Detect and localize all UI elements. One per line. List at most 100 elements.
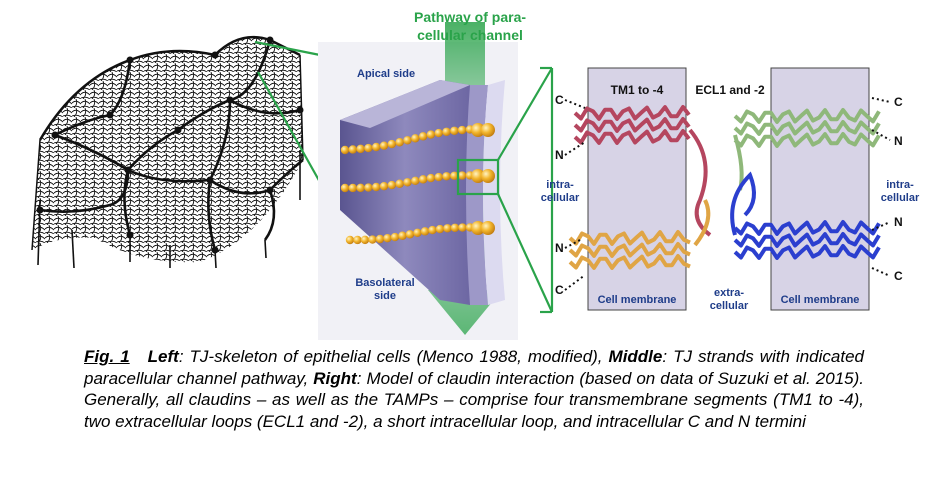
strand-bead: [418, 175, 428, 184]
zoom-lines-right: [496, 66, 554, 314]
helix-segment: [573, 117, 691, 133]
tm-label: TM1 to -4: [611, 83, 664, 97]
junction-bead: [481, 221, 495, 235]
basolateral-label-1: Basolateral: [355, 277, 414, 289]
strand-bead: [387, 139, 397, 149]
helix-segment: [733, 220, 881, 236]
terminal-c-right-top: C: [894, 95, 903, 109]
terminal-c-left-top: C: [555, 93, 564, 107]
intracellular-right-2: cellular: [881, 192, 920, 204]
helix-segment: [568, 242, 691, 258]
extracellular-2: cellular: [710, 300, 749, 312]
strand-bead: [450, 223, 460, 232]
junction-bead: [481, 169, 495, 183]
caption-right-keyword: Right: [313, 368, 357, 388]
pathway-label-2: cellular channel: [417, 27, 523, 43]
terminal-n-right-bottom: N: [894, 215, 903, 229]
strand-bead: [403, 136, 412, 145]
strand-bead: [356, 144, 365, 154]
extracellular-loop: [730, 171, 756, 236]
helix-segment: [733, 108, 881, 124]
intracellular-left-1: intra-: [546, 179, 574, 191]
helix-segment: [568, 254, 691, 270]
strand-beads: [340, 123, 495, 245]
caption-middle-keyword: Middle: [608, 347, 663, 366]
strand-bead: [375, 234, 385, 244]
strand-bead: [390, 232, 400, 242]
helix-bundles: [568, 105, 881, 270]
strand-bead: [364, 183, 373, 192]
terminal-n-left-bottom: N: [555, 241, 564, 255]
caption-right-text: : Model of claudin interaction (based on…: [84, 368, 864, 431]
strand-bead: [345, 235, 355, 245]
apical-label: Apical side: [357, 68, 415, 80]
junction-bead: [471, 169, 485, 183]
terminal-n-left-top: N: [555, 148, 564, 162]
caption-middle-text: : TJ strands with indicated paracellular…: [84, 347, 864, 388]
strand-bead: [405, 230, 415, 239]
strand-bead: [356, 183, 365, 193]
figure: Pathway of para- cellular channel Apical…: [31, 9, 920, 340]
strand-bead: [353, 235, 362, 245]
junction-bead: [471, 221, 485, 235]
strand-bead: [411, 176, 420, 185]
strand-bead: [450, 126, 459, 135]
extracellular-1: extra-: [714, 287, 744, 299]
helix-segment: [733, 244, 881, 260]
strand-bead: [413, 228, 422, 237]
figure-graphic: Pathway of para- cellular channel Apical…: [31, 9, 920, 340]
ecl-label: ECL1 and -2: [695, 83, 765, 97]
basolateral-label-2: side: [374, 290, 396, 302]
strand-bead: [442, 172, 451, 181]
strand-bead: [398, 231, 407, 240]
claudin-model: C N N C C N N C TM1 to -4 ECL1 and -2 in…: [541, 67, 920, 312]
strand-bead: [395, 138, 404, 147]
figure-number: Fig. 1: [84, 347, 130, 366]
strand-bead: [434, 128, 443, 138]
terminal-n-right-top: N: [894, 134, 903, 148]
caption-left-text: : TJ-skeleton of epithelial cells (Menco…: [178, 347, 609, 366]
strand-bead: [340, 145, 350, 155]
strand-bead: [443, 224, 452, 233]
strand-bead: [457, 125, 467, 135]
strand-bead: [379, 141, 389, 150]
helix-segment: [573, 129, 691, 145]
strand-bead: [403, 178, 412, 187]
strand-bead: [428, 225, 437, 235]
junction-bead: [481, 123, 495, 137]
strand-bead: [426, 130, 436, 139]
tj-skeleton-drawing: [31, 35, 304, 269]
intracellular-right-1: intra-: [886, 179, 914, 191]
strand-bead: [383, 233, 392, 243]
strand-bead: [340, 183, 350, 193]
strand-bead: [372, 182, 381, 192]
strand-bead: [434, 172, 443, 182]
extracellular-loop: [693, 199, 711, 247]
terminal-c-left-bottom: C: [555, 283, 564, 297]
strand-bead: [387, 180, 397, 190]
strand-bead: [450, 171, 459, 180]
membrane-label-right: Cell membrane: [781, 294, 860, 306]
zoom-box: [456, 158, 500, 196]
strand-bead: [420, 227, 430, 236]
strand-bead: [411, 134, 420, 143]
strand-bead: [458, 223, 467, 232]
strand-bead: [368, 235, 377, 244]
intracellular-left-2: cellular: [541, 192, 580, 204]
strand-bead: [348, 145, 358, 154]
caption-left-keyword: Left: [147, 347, 179, 366]
tj-strands-illustration: Pathway of para- cellular channel Apical…: [318, 9, 526, 340]
figure-caption: Fig. 1 Left: TJ-skeleton of epithelial c…: [84, 346, 864, 432]
strand-bead: [418, 132, 428, 141]
cell-membrane-left: [587, 67, 687, 311]
strand-bead: [442, 127, 451, 136]
junction-bead: [471, 123, 485, 137]
pathway-label-1: Pathway of para-: [414, 9, 526, 25]
membrane-label-left: Cell membrane: [598, 294, 677, 306]
helix-segment: [733, 132, 881, 148]
strand-bead: [426, 173, 436, 183]
strand-bead: [435, 224, 445, 234]
strand-bead: [457, 171, 467, 180]
helix-segment: [573, 105, 691, 121]
helix-segment: [568, 230, 691, 246]
